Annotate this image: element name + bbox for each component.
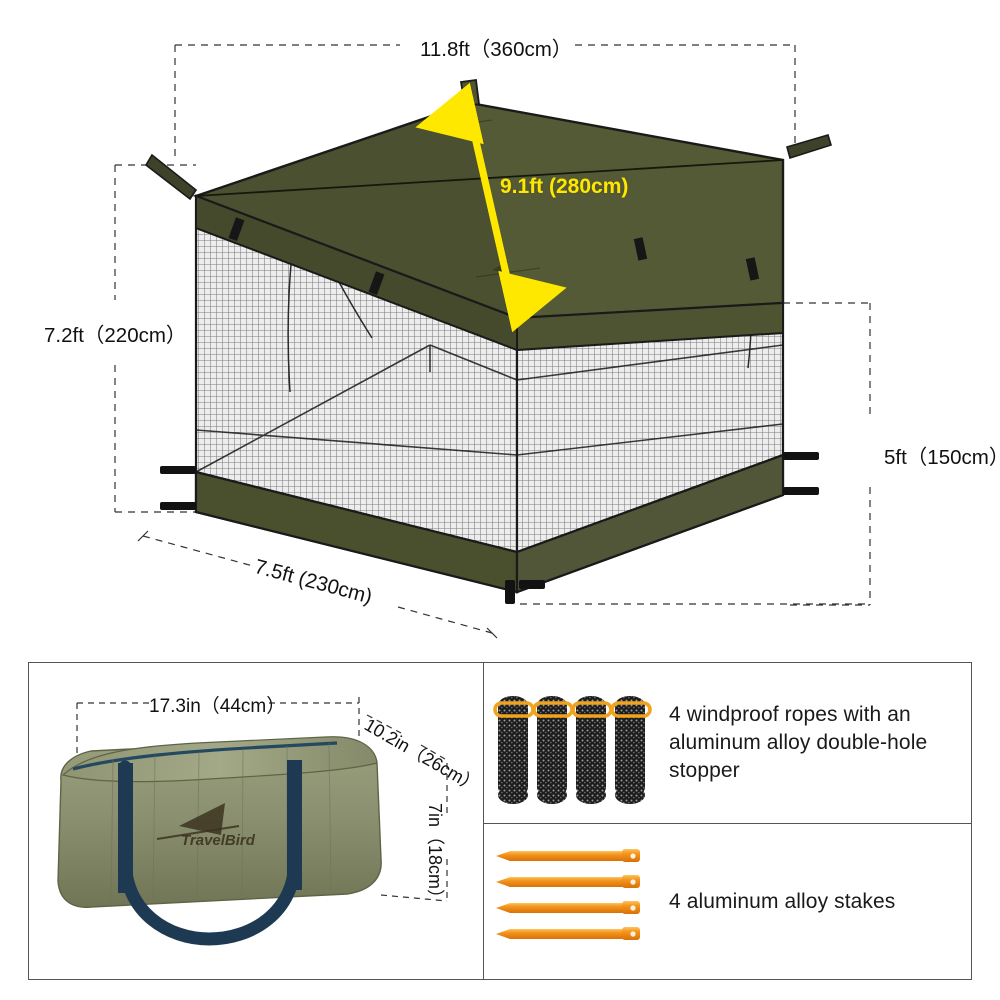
bag-brand-logo: TravelBird [156,803,256,849]
stakes-description: 4 aluminum alloy stakes [669,889,896,913]
mesh-seams-right [516,344,784,456]
skirt-edges [195,454,784,592]
dimension-height-left-label: 7.2ft（220cm） [44,324,187,347]
svg-text:TravelBird: TravelBird [181,832,256,849]
dimension-guides [114,44,871,634]
carry-bag-illustration: TravelBird [57,697,448,946]
tent-illustration [114,44,871,639]
stake-loops [160,452,819,604]
rope-coil-group [493,696,652,804]
bag-width-label: 17.3in（44cm） [149,696,286,717]
bag-zipper [72,741,338,771]
roof-corner-tabs [144,134,832,201]
diagonal-arrow-down [466,114,567,333]
canopy-face-right [468,101,785,320]
accessory-ropes-row: 4 windproof ropes with an aluminum alloy… [484,663,971,824]
dimension-height-right-label: 5ft（150cm） [884,446,1000,469]
apex-tab [459,78,481,108]
stakes-illustration [484,824,669,979]
bag-height-label: 7in（18cm） [425,803,445,908]
accessory-column: 4 windproof ropes with an aluminum alloy… [484,663,971,979]
bag-handle-strap [118,760,302,946]
bag-dimension-guides [76,697,448,902]
tent-diagram: 11.8ft（360cm） 7.2ft（220cm） 9.1ft (280cm)… [44,38,1000,639]
bag-handle-right [287,760,302,890]
edge-tabs [228,217,760,296]
mesh-seams-left [195,344,518,473]
dimension-diagonal-label: 9.1ft (280cm) [500,175,629,198]
ropes-description: 4 windproof ropes with an aluminum alloy… [669,703,928,782]
accessories-panel: TravelBird 17.3in（44cm） 10.2in（26cm） 7 [28,662,972,980]
accessory-stakes-row: 4 aluminum alloy stakes [484,824,971,979]
ropes-illustration [484,663,669,823]
bag-handle-left [118,763,133,893]
dimension-width-label: 11.8ft（360cm） [420,38,573,61]
dimension-arrow-caps [137,530,498,639]
canopy-eave-right [516,301,784,352]
carry-bag-cell: TravelBird 17.3in（44cm） 10.2in（26cm） 7 [29,663,484,979]
stake-group [496,849,640,940]
